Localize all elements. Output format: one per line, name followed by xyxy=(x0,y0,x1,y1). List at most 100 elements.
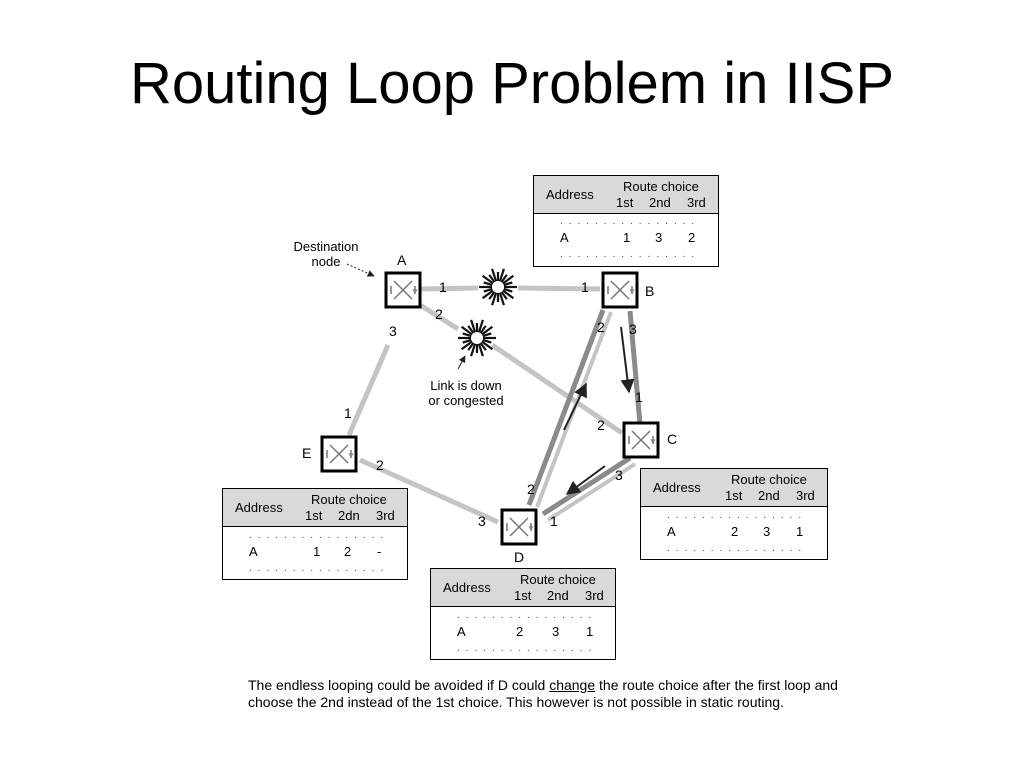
row-choice-3: 1 xyxy=(796,524,804,539)
route-table-c: Address Route choice 1st 2nd 3rd . . . .… xyxy=(640,468,828,560)
row-choice-1: 2 xyxy=(516,624,524,639)
link-congested-burst-icon xyxy=(458,319,496,357)
ordinal-3rd: 3rd xyxy=(376,508,395,523)
link-a-c-upper xyxy=(418,302,460,332)
route-table-d: Address Route choice 1st 2nd 3rd . . . .… xyxy=(430,568,616,660)
row-choice-2: 3 xyxy=(655,230,663,245)
explanation-underlined: change xyxy=(549,677,596,693)
route-table-header: Address Route choice 1st 2nd 3rd xyxy=(534,176,718,214)
port-label-a2: 2 xyxy=(435,306,443,322)
row-address: A xyxy=(457,624,466,639)
arrow-link-down xyxy=(457,355,466,370)
arrow-c-to-d xyxy=(565,465,606,495)
row-choice-1: 1 xyxy=(623,230,631,245)
port-label-b3: 3 xyxy=(629,321,637,337)
row-choice-3: - xyxy=(377,544,382,559)
switch-node-a-icon xyxy=(384,271,422,309)
row-choice-2: 3 xyxy=(763,524,771,539)
link-down-note: Link is down or congested xyxy=(428,378,504,408)
ordinal-3rd: 3rd xyxy=(687,195,706,210)
link-e-d xyxy=(358,457,500,525)
row-choice-3: 2 xyxy=(688,230,696,245)
table-dots-bottom: . . . . . . . . . . . . . . . . xyxy=(457,643,593,654)
port-label-a3: 3 xyxy=(389,323,397,339)
arrow-b-to-c xyxy=(620,326,635,394)
port-label-d2: 2 xyxy=(527,481,535,497)
route-table-header: Address Route choice 1st 2nd 3rd xyxy=(641,469,827,507)
port-label-a1: 1 xyxy=(439,279,447,295)
route-table-b: Address Route choice 1st 2nd 3rd . . . .… xyxy=(533,175,719,267)
ordinal-2nd: 2nd xyxy=(547,588,569,603)
table-dots-top: . . . . . . . . . . . . . . . . xyxy=(457,610,593,621)
ordinal-3rd: 3rd xyxy=(796,488,815,503)
address-header: Address xyxy=(235,500,283,515)
port-label-c2: 2 xyxy=(597,417,605,433)
row-choice-1: 1 xyxy=(313,544,321,559)
link-c-d-b xyxy=(546,462,637,522)
ordinal-2nd: 2nd xyxy=(758,488,780,503)
row-address: A xyxy=(667,524,676,539)
explanation-part-2: the route choice after the first loop an… xyxy=(248,677,838,710)
arrow-destination xyxy=(346,263,375,277)
table-dots-bottom: . . . . . . . . . . . . . . . . xyxy=(249,563,385,574)
ordinal-1st: 1st xyxy=(514,588,532,603)
table-row: A 1 3 2 xyxy=(534,230,718,246)
route-choice-header: Route choice xyxy=(520,572,596,587)
switch-node-b-icon xyxy=(601,271,639,309)
node-label-c: C xyxy=(667,431,678,447)
route-table-header: Address Route choice 1st 2dn 3rd xyxy=(223,489,407,527)
ordinal-2nd: 2dn xyxy=(338,508,360,523)
link-a-b-right xyxy=(517,285,601,292)
port-label-b2: 2 xyxy=(597,319,605,335)
node-label-a: A xyxy=(397,252,407,268)
slide-title: Routing Loop Problem in IISP xyxy=(129,51,895,116)
ordinal-3rd: 3rd xyxy=(585,588,604,603)
explanation-text: The endless looping could be avoided if … xyxy=(248,677,848,711)
switch-node-e-icon xyxy=(320,435,358,473)
switch-node-c-icon xyxy=(622,421,660,459)
link-b-c xyxy=(627,310,643,425)
switch-node-d-icon xyxy=(500,508,538,546)
route-table-header: Address Route choice 1st 2nd 3rd xyxy=(431,569,615,607)
row-choice-2: 2 xyxy=(344,544,352,559)
row-choice-3: 1 xyxy=(586,624,594,639)
ordinal-1st: 1st xyxy=(725,488,743,503)
link-c-d-a xyxy=(541,455,632,517)
port-label-e2: 2 xyxy=(376,457,384,473)
table-dots-bottom: . . . . . . . . . . . . . . . . xyxy=(667,543,803,554)
node-label-e: E xyxy=(302,445,312,461)
destination-node-note: Destination node xyxy=(293,239,359,269)
address-header: Address xyxy=(653,480,701,495)
route-table-e: Address Route choice 1st 2dn 3rd . . . .… xyxy=(222,488,408,580)
ordinal-1st: 1st xyxy=(305,508,323,523)
ordinal-1st: 1st xyxy=(616,195,634,210)
address-header: Address xyxy=(546,187,594,202)
table-dots-top: . . . . . . . . . . . . . . . . xyxy=(667,510,803,521)
link-b-d-a xyxy=(526,309,606,506)
route-choice-header: Route choice xyxy=(731,472,807,487)
table-dots-top: . . . . . . . . . . . . . . . . xyxy=(560,216,696,227)
port-label-b1: 1 xyxy=(581,279,589,295)
port-label-e1: 1 xyxy=(344,405,352,421)
ordinal-2nd: 2nd xyxy=(649,195,671,210)
row-choice-2: 3 xyxy=(552,624,560,639)
node-label-d: D xyxy=(514,549,525,565)
link-a-e xyxy=(346,344,391,436)
route-choice-header: Route choice xyxy=(623,179,699,194)
table-dots-top: . . . . . . . . . . . . . . . . xyxy=(249,530,385,541)
table-row: A 2 3 1 xyxy=(431,624,615,640)
link-a-b-left xyxy=(419,285,479,292)
address-header: Address xyxy=(443,580,491,595)
port-label-c3: 3 xyxy=(615,467,623,483)
arrow-d-to-b xyxy=(563,382,587,431)
route-choice-header: Route choice xyxy=(311,492,387,507)
port-label-c1: 1 xyxy=(635,389,643,405)
table-row: A 2 3 1 xyxy=(641,524,827,540)
table-dots-bottom: . . . . . . . . . . . . . . . . xyxy=(560,249,696,260)
row-address: A xyxy=(249,544,258,559)
node-label-b: B xyxy=(645,283,655,299)
row-address: A xyxy=(560,230,569,245)
explanation-part-1: The endless looping could be avoided if … xyxy=(248,677,550,693)
row-choice-1: 2 xyxy=(731,524,739,539)
